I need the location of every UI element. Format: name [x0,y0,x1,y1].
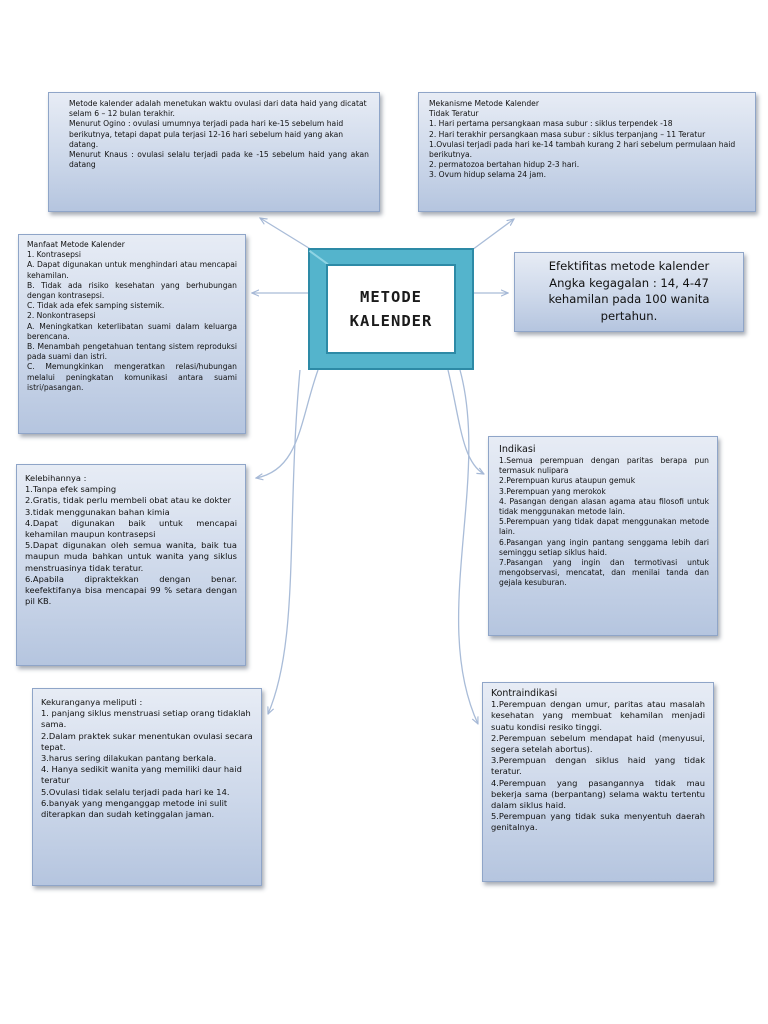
disadvantages-line: 4. Hanya sedikit wanita yang memiliki da… [41,764,242,786]
advantages-title: Kelebihannya : [25,473,87,483]
contraindications-line: 1.Perempuan dengan umur, paritas atau ma… [491,699,705,732]
advantages-line: 5.Dapat digunakan oleh semua wanita, bai… [25,540,237,573]
benefits-line: B. Tidak ada risiko kesehatan yang berhu… [27,280,237,301]
contraindications-box: Kontraindikasi 1.Perempuan dengan umur, … [482,682,714,882]
definition-line: Menurut Knaus : ovulasi selalu terjadi p… [69,150,369,170]
benefits-line: B. Menambah pengetahuan tentang sistem r… [27,342,237,362]
effectiveness-text: Angka kegagalan : 14, 4-47 kehamilan pad… [548,275,710,323]
contraindications-title: Kontraindikasi [491,688,558,699]
arrow-to-contraindications [457,369,478,724]
benefits-line: C. Tidak ada efek samping sistemik. [27,301,165,311]
advantages-line: 1.Tanpa efek samping [25,484,117,495]
disadvantages-line: 1. panjang siklus menstruasi setiap oran… [41,708,251,730]
disadvantages-title: Kekuranganya meliputi : [41,697,143,707]
center-title-inner: METODE KALENDER [326,264,456,354]
benefits-line: C. Memungkinkan mengeratkan relasi/hubun… [27,362,237,392]
benefits-line: A. Meningkatkan keterlibatan suami dalam… [27,321,237,341]
indications-line: 5.Perempuan yang tidak dapat menggunakan… [499,517,709,537]
contraindications-line: 3.Perempuan dengan siklus haid yang tida… [491,755,705,777]
indications-box: Indikasi 1.Semua perempuan dengan parita… [488,436,718,636]
definition-line: Metode kalender adalah menetukan waktu o… [69,99,367,119]
benefits-line: 2. Nonkontrasepsi [27,311,96,321]
definition-line: Menurut Ogino : ovulasi umumnya terjadi … [69,119,344,149]
center-title-line: METODE [360,288,422,306]
arrow-to-advantages [256,369,319,478]
arrow-to-definition [260,218,313,251]
arrow-to-mechanism [471,219,514,251]
benefits-line: 1. Kontrasepsi [27,250,81,260]
mechanism-box: Mekanisme Metode Kalender Tidak Teratur … [418,92,756,212]
mechanism-subtitle: Tidak Teratur [429,109,479,119]
mechanism-line: 3. Ovum hidup selama 24 jam. [429,170,547,180]
mechanism-line: 2. Hari terakhir persangkaan masa subur … [429,129,706,139]
advantages-line: 4.Dapat digunakan baik untuk mencapai ke… [25,517,237,540]
contraindications-line: 2.Perempuan sebelum mendapat haid (menyu… [491,732,705,755]
advantages-line: 2.Gratis, tidak perlu membeli obat atau … [25,495,232,506]
advantages-line: 6.Apabila dipraktekkan dengan benar. kee… [25,573,237,607]
indications-line: 3.Perempuan yang merokok [499,486,606,496]
disadvantages-line: 5.Ovulasi tidak selalu terjadi pada hari… [41,786,230,797]
indications-line: 7.Pasangan yang ingin dan termotivasi un… [499,558,709,588]
mechanism-line: 1. Hari pertama persangkaan masa subur :… [429,119,673,129]
indications-title: Indikasi [499,444,536,455]
disadvantages-line: 3.harus sering dilakukan pantang berkala… [41,753,217,764]
disadvantages-line: 6.banyak yang menganggap metode ini suli… [41,797,228,820]
advantages-box: Kelebihannya : 1.Tanpa efek samping 2.Gr… [16,464,246,666]
center-title-box: METODE KALENDER [308,248,474,370]
effectiveness-title: Efektifitas metode kalender [548,259,710,273]
arrow-to-disadvantages [268,369,301,714]
advantages-line: 3.tidak menggunakan bahan kimia [25,506,170,517]
indications-line: 1.Semua perempuan dengan paritas berapa … [499,456,709,476]
indications-line: 4. Pasangan dengan alasan agama atau fil… [499,496,709,517]
contraindications-line: 5.Perempuan yang tidak suka menyentuh da… [491,811,705,833]
mechanism-line: 2. permatozoa bertahan hidup 2-3 hari. [429,160,580,170]
arrow-to-indications [447,369,484,474]
contraindications-line: 4.Perempuan yang pasangannya tidak mau b… [491,777,705,811]
benefits-box: Manfaat Metode Kalender 1. Kontrasepsi A… [18,234,246,434]
benefits-line: A. Dapat digunakan untuk menghindari ata… [27,260,237,280]
definition-box: Metode kalender adalah menetukan waktu o… [48,92,380,212]
disadvantages-box: Kekuranganya meliputi : 1. panjang siklu… [32,688,262,886]
mechanism-line: 1.Ovulasi terjadi pada hari ke-14 tambah… [429,139,736,160]
center-title-line: KALENDER [349,312,433,330]
disadvantages-line: 2.Dalam praktek sukar menentukan ovulasi… [41,730,253,752]
benefits-title: Manfaat Metode Kalender [27,240,125,249]
indications-line: 2.Perempuan kurus ataupun gemuk [499,476,636,486]
mechanism-title: Mekanisme Metode Kalender [429,99,539,108]
effectiveness-box: Efektifitas metode kalender Angka kegaga… [514,252,744,332]
indications-line: 6.Pasangan yang ingin pantang senggama l… [499,537,709,557]
